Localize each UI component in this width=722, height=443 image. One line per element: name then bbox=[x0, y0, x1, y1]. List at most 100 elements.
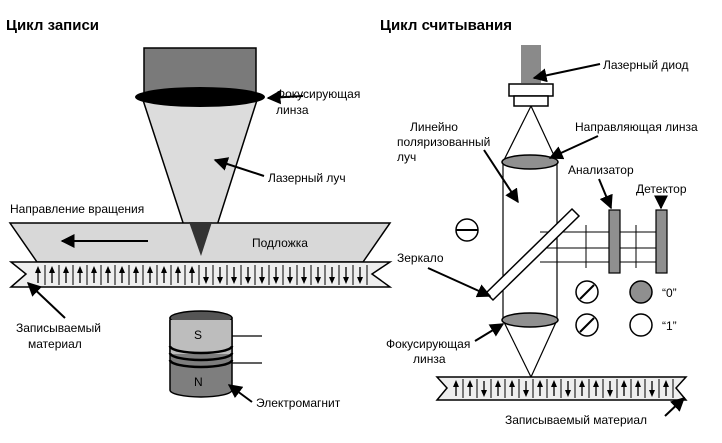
beam-upper-right bbox=[530, 105, 558, 163]
analyzer bbox=[608, 209, 621, 274]
guiding-lens-label: Направляющая линза bbox=[575, 120, 698, 134]
domain-arrow-head bbox=[35, 266, 41, 273]
domain-arrow-head bbox=[565, 390, 571, 397]
electromagnet bbox=[168, 310, 262, 398]
write-focusing-lens-label-1: Фокусирующая bbox=[276, 87, 360, 101]
write-recording-strip bbox=[8, 261, 393, 288]
domain-arrow-head bbox=[217, 277, 223, 284]
domain-arrow-head bbox=[343, 277, 349, 284]
read-focusing-lens-label-1: Фокусирующая bbox=[386, 337, 470, 351]
write-focusing-lens bbox=[135, 87, 265, 107]
beam-upper-left bbox=[502, 105, 532, 163]
guiding-lens bbox=[501, 154, 559, 170]
domain-arrow-head bbox=[635, 380, 641, 387]
analyzer-pointer bbox=[598, 178, 613, 210]
domain-arrow-head bbox=[231, 277, 237, 284]
domain-arrow-head bbox=[607, 390, 613, 397]
write-magnetic-domains bbox=[35, 265, 368, 285]
read-material-label: Записываемый материал bbox=[505, 413, 647, 427]
read-magnetic-domains bbox=[453, 379, 674, 398]
electromagnet-pointer bbox=[227, 384, 253, 403]
detector bbox=[655, 209, 668, 274]
domain-arrow-head bbox=[245, 277, 251, 284]
domain-arrow-head bbox=[189, 266, 195, 273]
polarized-beam-pointer bbox=[483, 149, 519, 204]
domain-arrow-head bbox=[663, 380, 669, 387]
state-one-label: “1” bbox=[662, 319, 677, 333]
domain-arrow-head bbox=[649, 390, 655, 397]
domain-arrow-head bbox=[509, 380, 515, 387]
write-focusing-lens-label-2: линза bbox=[276, 103, 309, 117]
polarized-beam-label-3: луч bbox=[397, 150, 416, 164]
beam-lower-left bbox=[502, 319, 532, 378]
laser-beam-pointer bbox=[213, 157, 265, 177]
domain-arrow-head bbox=[523, 390, 529, 397]
analyzer-symbol-one bbox=[575, 313, 599, 337]
domain-arrow-head bbox=[203, 277, 209, 284]
write-beam-tip bbox=[189, 222, 212, 256]
domain-arrow-head bbox=[259, 277, 265, 284]
analyzer-symbol-zero bbox=[575, 280, 599, 304]
domain-arrow-head bbox=[329, 277, 335, 284]
domain-arrow-head bbox=[495, 380, 501, 387]
pole-n-label: N bbox=[194, 375, 203, 389]
domain-arrow-head bbox=[133, 266, 139, 273]
domain-arrow-head bbox=[175, 266, 181, 273]
read-focusing-lens-pointer bbox=[474, 323, 505, 342]
electromagnet-label: Электромагнит bbox=[256, 396, 341, 410]
substrate-label: Подложка bbox=[252, 236, 308, 250]
domain-arrow-head bbox=[621, 380, 627, 387]
domain-arrow-head bbox=[147, 266, 153, 273]
domain-arrow-head bbox=[77, 266, 83, 273]
domain-arrow-head bbox=[301, 277, 307, 284]
laser-beam-label: Лазерный луч bbox=[268, 171, 346, 185]
read-focusing-lens bbox=[501, 312, 559, 328]
polarization-symbol bbox=[455, 218, 479, 242]
read-cycle-title: Цикл считывания bbox=[380, 17, 512, 34]
write-material-label-2: материал bbox=[28, 337, 82, 351]
domain-arrow-head bbox=[593, 380, 599, 387]
domain-arrow-head bbox=[119, 266, 125, 273]
read-focusing-lens-label-2: линза bbox=[413, 352, 446, 366]
domain-arrow-head bbox=[49, 266, 55, 273]
domain-arrow-head bbox=[551, 380, 557, 387]
write-cycle-title: Цикл записи bbox=[6, 17, 99, 34]
write-laser-housing bbox=[143, 47, 257, 95]
polarized-beam-label-1: Линейно bbox=[410, 120, 458, 134]
domain-arrow-head bbox=[467, 380, 473, 387]
domain-arrow-head bbox=[315, 277, 321, 284]
domain-arrow-head bbox=[63, 266, 69, 273]
mirror-label: Зеркало bbox=[397, 251, 444, 265]
write-material-pointer bbox=[26, 282, 66, 319]
pole-s-label: S bbox=[194, 328, 202, 342]
write-focusing-lens-pointer bbox=[266, 90, 304, 105]
read-material-pointer bbox=[664, 397, 686, 417]
polarized-beam-label-2: поляризованный bbox=[397, 135, 490, 149]
beam-lower-right bbox=[530, 319, 558, 378]
mirror-pointer bbox=[427, 267, 492, 298]
domain-arrow-head bbox=[273, 277, 279, 284]
domain-arrow-head bbox=[105, 266, 111, 273]
domain-arrow-head bbox=[537, 380, 543, 387]
write-material-label-1: Записываемый bbox=[16, 321, 101, 335]
mirror bbox=[484, 207, 581, 302]
domain-arrow-head bbox=[91, 266, 97, 273]
rotation-direction-label: Направление вращения bbox=[10, 202, 144, 216]
laser-diode-label: Лазерный диод bbox=[603, 58, 689, 72]
laser-diode-cap bbox=[508, 83, 554, 97]
domain-arrow-head bbox=[161, 266, 167, 273]
domain-arrow-head bbox=[287, 277, 293, 284]
laser-diode-pointer bbox=[532, 63, 601, 83]
detector-state-one bbox=[629, 313, 653, 337]
domain-arrow-head bbox=[579, 380, 585, 387]
domain-arrow-head bbox=[357, 277, 363, 284]
guiding-lens-pointer bbox=[548, 135, 599, 160]
laser-diode-base bbox=[513, 95, 549, 107]
detector-state-zero bbox=[629, 280, 653, 304]
domain-arrow-head bbox=[481, 390, 487, 397]
state-zero-label: “0” bbox=[662, 286, 677, 300]
domain-arrow-head bbox=[453, 380, 459, 387]
analyzer-label: Анализатор bbox=[568, 163, 634, 177]
detector-label: Детектор bbox=[636, 182, 687, 196]
